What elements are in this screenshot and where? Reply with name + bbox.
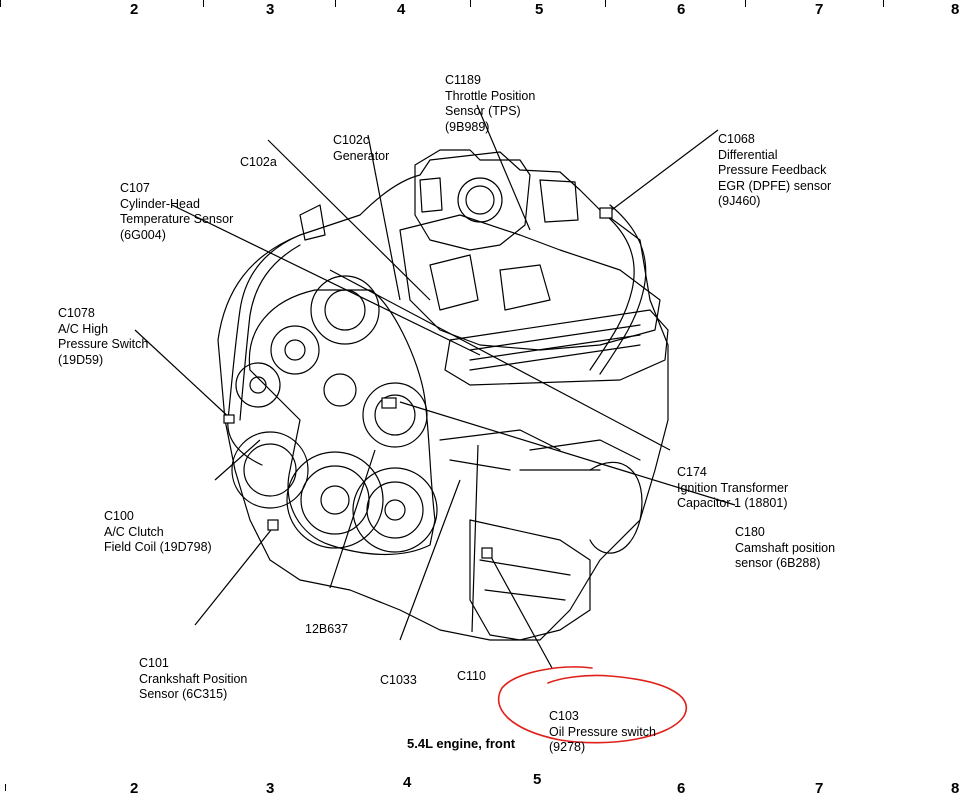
grid-number-top-4: 4 xyxy=(397,1,406,18)
coolant-hose xyxy=(589,209,635,371)
tensioner-pulley xyxy=(235,362,281,408)
leader-c1078 xyxy=(134,329,233,421)
engine-outline xyxy=(217,151,669,641)
wiring-harness xyxy=(227,234,301,466)
leader-c100 xyxy=(214,439,261,481)
figure-caption: 5.4L engine, front xyxy=(407,736,516,751)
label-c1033: C1033 xyxy=(380,673,417,687)
crankshaft-pulley xyxy=(286,451,384,549)
grid-number-top-8: 8 xyxy=(951,1,960,18)
grid-tick xyxy=(745,0,746,7)
throttle-bore xyxy=(457,177,503,223)
power-steering-pulley xyxy=(352,467,438,553)
leader-c110 xyxy=(471,444,479,633)
leader-c102c xyxy=(367,134,401,301)
leader-c1068 xyxy=(604,129,719,216)
label-12b637: 12B637 xyxy=(305,622,349,636)
leader-c1189 xyxy=(476,104,531,231)
grid-number-bottom-7: 7 xyxy=(815,780,824,797)
leader-c101 xyxy=(194,524,276,626)
grid-tick xyxy=(5,784,6,791)
grid-number-bottom-5: 5 xyxy=(533,771,542,788)
leader-c180 xyxy=(399,401,736,506)
grid-number-top-3: 3 xyxy=(266,1,275,18)
ac-compressor xyxy=(231,431,309,509)
leader-c103 xyxy=(489,554,553,669)
grid-number-bottom-3: 3 xyxy=(266,780,275,797)
grid-number-top-7: 7 xyxy=(815,1,824,18)
leader-c102a xyxy=(267,139,431,301)
label-c110: C110 xyxy=(457,669,486,683)
valve-cover xyxy=(444,309,669,386)
grid-tick xyxy=(203,0,204,7)
leader-c174 xyxy=(329,269,671,451)
leader-c1033 xyxy=(399,479,461,641)
grid-number-top-2: 2 xyxy=(130,1,139,18)
grid-number-bottom-4: 4 xyxy=(403,774,412,791)
grid-tick xyxy=(605,0,606,7)
throttle-body xyxy=(414,149,531,251)
grid-number-top-5: 5 xyxy=(535,1,544,18)
idler-pulley xyxy=(270,325,320,375)
grid-number-bottom-2: 2 xyxy=(130,780,139,797)
plenum xyxy=(399,214,661,351)
grid-number-bottom-8: 8 xyxy=(951,780,960,797)
grid-tick xyxy=(470,0,471,7)
water-pump-pulley xyxy=(362,382,428,448)
generator xyxy=(310,275,380,345)
leader-12b637 xyxy=(329,449,376,589)
grid-tick xyxy=(0,0,1,7)
grid-number-bottom-6: 6 xyxy=(677,780,686,797)
label-c102a: C102a xyxy=(240,155,277,169)
highlight-ellipse xyxy=(497,666,687,744)
grid-number-top-6: 6 xyxy=(677,1,686,18)
grid-tick xyxy=(335,0,336,7)
drive-belt xyxy=(248,289,436,556)
leader-c107 xyxy=(171,204,481,356)
grid-tick xyxy=(883,0,884,7)
oil-pan xyxy=(469,519,591,641)
